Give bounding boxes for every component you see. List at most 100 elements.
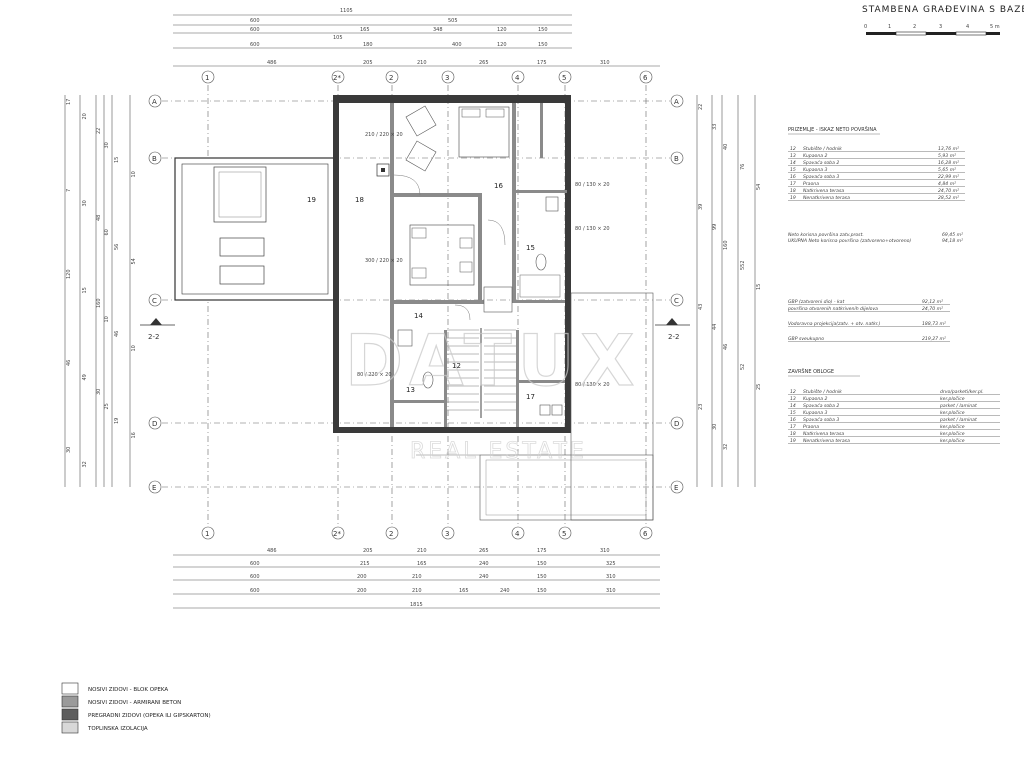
legend-label: PREGRADNI ZIDOVI (OPEKA ILI GIPSKARTON)	[88, 713, 211, 719]
roof-projection	[416, 292, 654, 521]
dim-label: 215	[360, 561, 370, 567]
opening-label: 80 / 130 × 20	[575, 382, 610, 388]
total-label: Neto korisna površina zatv.prost.	[788, 231, 864, 238]
schedule-row-name: Stubište / hodnik	[803, 145, 842, 152]
grid-label: C	[152, 297, 157, 305]
scale-tick-label: 0	[864, 24, 867, 30]
dim-label: 39	[698, 204, 704, 210]
dim-label: 210	[412, 574, 422, 580]
schedule-row-no: 17	[790, 181, 796, 187]
schedule-row-area: 5,93 m²	[938, 153, 956, 159]
dim-label: 40	[723, 144, 729, 150]
room-number: 15	[526, 244, 535, 252]
grid-label: 1	[205, 530, 209, 538]
dim-label: 150	[537, 574, 547, 580]
schedule-row-no: 16	[790, 174, 796, 180]
grid-label: B	[674, 155, 679, 163]
dim-label: 56	[114, 244, 120, 250]
column-icon	[376, 163, 390, 177]
room-number: 12	[452, 362, 461, 370]
gbp-value: 188,73 m²	[922, 321, 946, 327]
schedule-row-name: Kupaona 2	[803, 153, 828, 159]
schedule-row-finish: parket / laminat	[939, 417, 977, 423]
dim-label: 310	[606, 574, 616, 580]
schedule-row-area: 5,65 m²	[938, 167, 956, 173]
grid-label: 4	[515, 74, 520, 82]
dim-label: 15	[114, 157, 120, 163]
dim-label: 240	[479, 574, 489, 580]
dim-label: 400	[452, 42, 462, 48]
schedule-row-name: Spavaća soba 2	[803, 402, 839, 409]
dim-label: 160	[96, 298, 102, 308]
room-number: 18	[355, 196, 364, 204]
schedule-row-name: Kupaona 3	[803, 167, 828, 173]
schedule-row-name: Praona	[803, 424, 819, 430]
grid-label: 2*	[333, 74, 341, 82]
scale-tick-label: 1	[888, 24, 891, 30]
dim-label: 120	[66, 269, 72, 279]
dim-label: 552	[740, 260, 746, 270]
watermark-subtitle: REAL ESTATE	[410, 439, 587, 464]
grid-label: E	[152, 484, 156, 492]
dim-label: 17	[66, 99, 72, 105]
total-value: 94,18 m²	[942, 238, 963, 244]
room-16: 16 80 / 130 × 20	[393, 105, 610, 196]
dim-label: 10	[131, 171, 137, 177]
legend-swatch	[61, 695, 79, 708]
dim-label: 54	[131, 258, 137, 264]
row-grid-bubbles-left: A B C D E	[148, 94, 162, 494]
dim-label: 10	[131, 345, 137, 351]
schedule-row-no: 13	[790, 153, 796, 159]
grid-label: 5	[562, 530, 566, 538]
opening-label: 80 / 220 × 20	[357, 372, 392, 378]
dim-label: 160	[723, 240, 729, 250]
schedule-row-finish: parket / laminat	[939, 403, 977, 409]
section-label-left: 2-2	[148, 333, 159, 341]
lounger-icon	[219, 237, 265, 257]
room-number: 13	[406, 386, 415, 394]
stairs-12: 12	[447, 286, 516, 418]
grid-label: D	[674, 420, 679, 428]
opening-label: 80 / 130 × 20	[575, 226, 610, 232]
dim-label: 10	[104, 316, 110, 322]
sunbed-icon	[213, 166, 267, 223]
dim-label: 30	[712, 424, 718, 430]
room-number: 19	[307, 196, 316, 204]
dim-label: 22	[698, 104, 704, 110]
legend-label: NOSIVI ZIDOVI - BLOK OPEKA	[88, 687, 168, 693]
washing-machine-icon	[539, 404, 551, 416]
left-dimension-labels: 1720223015107304860565412015160104610464…	[66, 99, 137, 468]
dim-label: 310	[600, 548, 610, 554]
dim-label: 33	[712, 124, 718, 130]
gbp-label: GBP sveukupno	[788, 336, 824, 342]
dim-label: 25	[104, 403, 110, 409]
schedule-row-finish: ker.pločice	[940, 395, 965, 402]
dim-label: 20	[82, 113, 88, 119]
toilet-icon	[535, 253, 547, 271]
schedule-row-no: 19	[790, 438, 796, 444]
dim-label: 44	[712, 324, 718, 330]
schedule-heading: PRIZEMLJE - ISKAZ NETO POVRŠINA	[788, 126, 877, 133]
grid-label: 2	[389, 530, 393, 538]
legend-swatch	[61, 721, 79, 734]
schedule-row-no: 12	[790, 389, 796, 395]
room-number: 14	[414, 312, 423, 320]
dim-label: 265	[479, 548, 489, 554]
gbp-label: površina otvorenih natkrivenih dijelova	[787, 305, 878, 312]
dim-label: 30	[96, 389, 102, 395]
dim-label: 600	[250, 588, 260, 594]
terrace-19: 19	[174, 157, 336, 301]
dryer-icon	[551, 404, 563, 416]
dim-label: 175	[537, 548, 547, 554]
dim-label: 150	[538, 27, 548, 33]
schedule-row-finish: ker.pločice	[940, 437, 965, 444]
dim-label: 180	[363, 42, 373, 48]
dim-label: 240	[500, 588, 510, 594]
dim-label: 15	[82, 287, 88, 293]
grid-label: 3	[445, 74, 449, 82]
dim-label: 600	[250, 574, 260, 580]
dim-label: 30	[104, 142, 110, 148]
dim-label: 310	[606, 588, 616, 594]
dim-label: 43	[698, 304, 704, 310]
dim-label: 7	[66, 189, 72, 192]
